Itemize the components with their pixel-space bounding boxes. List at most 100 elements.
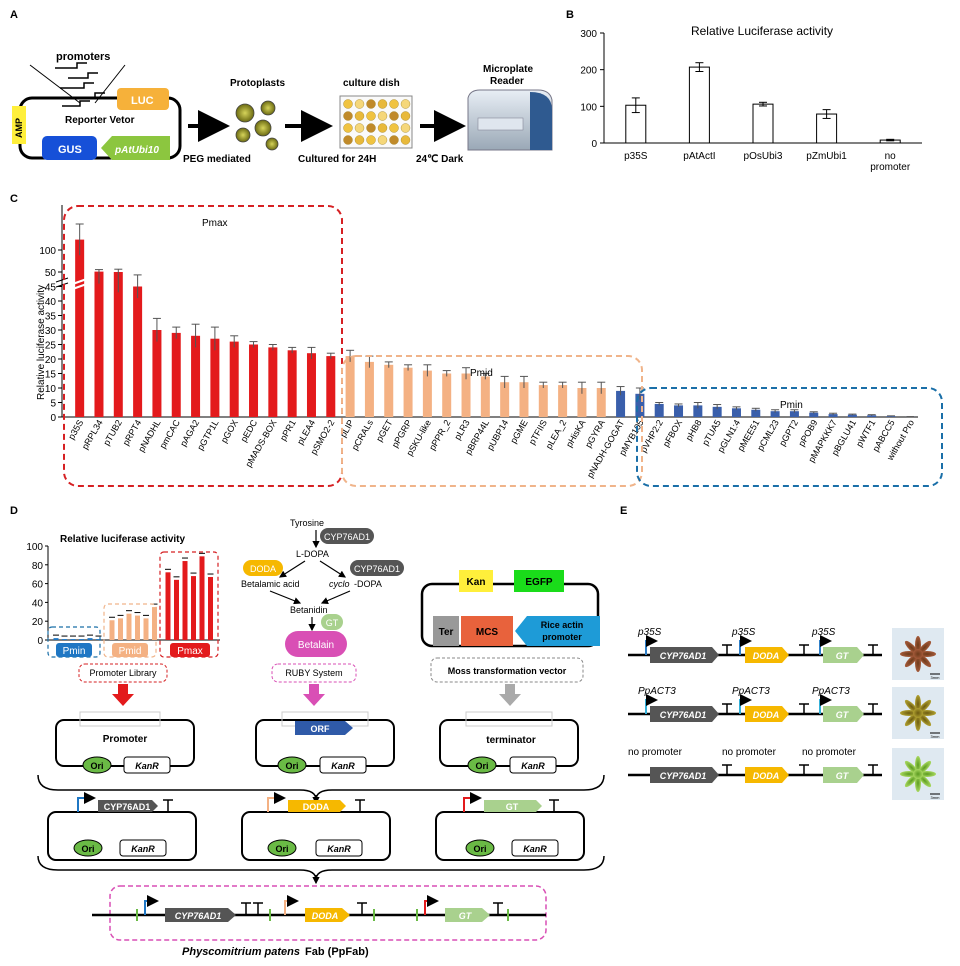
chart-c-xtick-label: pHB8 [684, 418, 704, 442]
cyp-tu-plasmid: CYP76AD1 Ori KanR [47, 792, 197, 861]
chart-c-bar [326, 356, 336, 417]
protoplast-cells-icon [235, 100, 279, 151]
amp-label: AMP [14, 118, 24, 138]
chart-b-bar [752, 103, 774, 144]
chart-d-bar [96, 639, 101, 640]
chart-d-ytick-label: 80 [32, 561, 44, 572]
chart-d-bar [165, 572, 171, 640]
chart-b-ytick-label: 100 [580, 102, 597, 113]
culture-dish-label: culture dish [343, 78, 400, 89]
ppfab-title-italic: Physcomitrium patens [182, 946, 300, 958]
chart-c-bar [886, 416, 896, 417]
doda-tu-box [288, 800, 346, 812]
e-doda-box [745, 647, 789, 663]
dish-well [343, 135, 353, 145]
chart-c-ytick-label: 25 [45, 341, 57, 352]
chart-b-xtick-label: no [885, 151, 897, 162]
egfp-label: EGFP [525, 577, 553, 588]
chart-c-axis-break [55, 277, 69, 288]
chart-c-bar [693, 405, 703, 417]
scale-bar-label: 3mm [931, 675, 941, 680]
peg-label: PEG mediated [183, 154, 251, 165]
construct-promoter-label: no promoter [722, 747, 777, 758]
terminator-icon [799, 644, 809, 655]
ppfab-doda-label: DODA [312, 911, 339, 921]
chart-d-bar [191, 576, 196, 640]
chart-b-xtick-label: pOsUbi3 [744, 151, 783, 162]
gt-tu-plasmid: GT Ori KanR [435, 792, 585, 861]
chart-d-bar [143, 618, 149, 640]
chart-d-bar [208, 577, 213, 640]
chart-c-bar [538, 385, 548, 417]
moss-colony-image [900, 695, 936, 731]
chart-d-ytick-label: 100 [26, 542, 43, 553]
chart-c-ytick-label: 10 [45, 384, 57, 395]
dish-well [354, 135, 365, 145]
ppfab-cyp-label: CYP76AD1 [175, 911, 222, 921]
orf-entry-plasmid: ORF Ori KanR [255, 711, 395, 774]
chart-c-ytick-label: 15 [45, 370, 57, 381]
orf-arrow [295, 721, 353, 735]
dish-well [343, 99, 353, 109]
dish-well [366, 123, 376, 133]
doda-tu-label: DODA [303, 802, 330, 812]
ori-box-2 [277, 756, 307, 774]
chart-d-ytick-label: 40 [32, 598, 44, 609]
chart-c-bar [635, 393, 645, 417]
ruby-system-box [271, 663, 357, 683]
chart-d-bar [118, 618, 123, 640]
e-doda-label: DODA [753, 710, 780, 720]
cyp-enzyme-label-2: CYP76AD1 [354, 564, 400, 574]
tyrosine-label: Tyrosine [290, 518, 324, 528]
chart-d-bar [109, 620, 115, 640]
ori-label-6: Ori [473, 844, 486, 854]
kanr-box-5 [315, 839, 363, 857]
chart-c-ytick-label: 5 [50, 399, 56, 410]
moss-vector-label: Moss transformation vector [448, 666, 567, 676]
terminator-part-label: terminator [486, 735, 536, 746]
kanr-label-5: KanR [327, 844, 351, 854]
panel-c: C Relative luciferase activity 051015202… [10, 193, 943, 487]
construct-promoter-label: p35S [731, 627, 756, 638]
ori-label-4: Ori [81, 844, 94, 854]
promoter-arrow-icon [645, 694, 658, 714]
e-gt-label: GT [836, 651, 850, 661]
panel-label-d: D [10, 505, 18, 517]
ppfab-doda-box [305, 908, 350, 922]
kanr-label-1: KanR [135, 761, 159, 771]
ori-box-3 [467, 756, 497, 774]
chart-d-bar [152, 607, 157, 640]
ori-box-6 [465, 839, 495, 857]
chart-c-xtick-label: pGOX [219, 418, 240, 445]
chart-c-bar [210, 338, 220, 417]
chart-c: 05101520253035404550100p35SpRPL34pTUB2pR… [39, 205, 918, 480]
ori-label-5: Ori [275, 844, 288, 854]
chart-d-bar [174, 579, 179, 640]
e-gt-label: GT [836, 710, 850, 720]
kanr-label-4: KanR [131, 844, 155, 854]
ppfab-gt-label: GT [459, 911, 473, 921]
chart-c-xtick-label: pFBOX [661, 418, 684, 449]
chart-c-bar-break [72, 278, 87, 290]
dish-well [343, 111, 353, 121]
promoter-arrow-icon [645, 635, 658, 655]
chart-c-bar [828, 414, 838, 417]
from-cyclo-arrow [320, 590, 351, 604]
chart-b-ytick-label: 300 [580, 29, 597, 40]
chart-c-bar [442, 373, 452, 417]
chart-c-bar [789, 411, 799, 417]
chart-c-bar [403, 367, 413, 417]
e-doda-box [745, 706, 789, 722]
chart-c-bar [191, 335, 201, 417]
rice-actin-label-1: Rice actin [541, 620, 584, 630]
kanr-label-2: KanR [331, 761, 355, 771]
chart-c-bar [94, 271, 104, 417]
moss-colony-image [900, 756, 936, 792]
pmin-group-box [636, 387, 943, 487]
luc-box [117, 88, 169, 110]
dish-well [377, 99, 388, 109]
